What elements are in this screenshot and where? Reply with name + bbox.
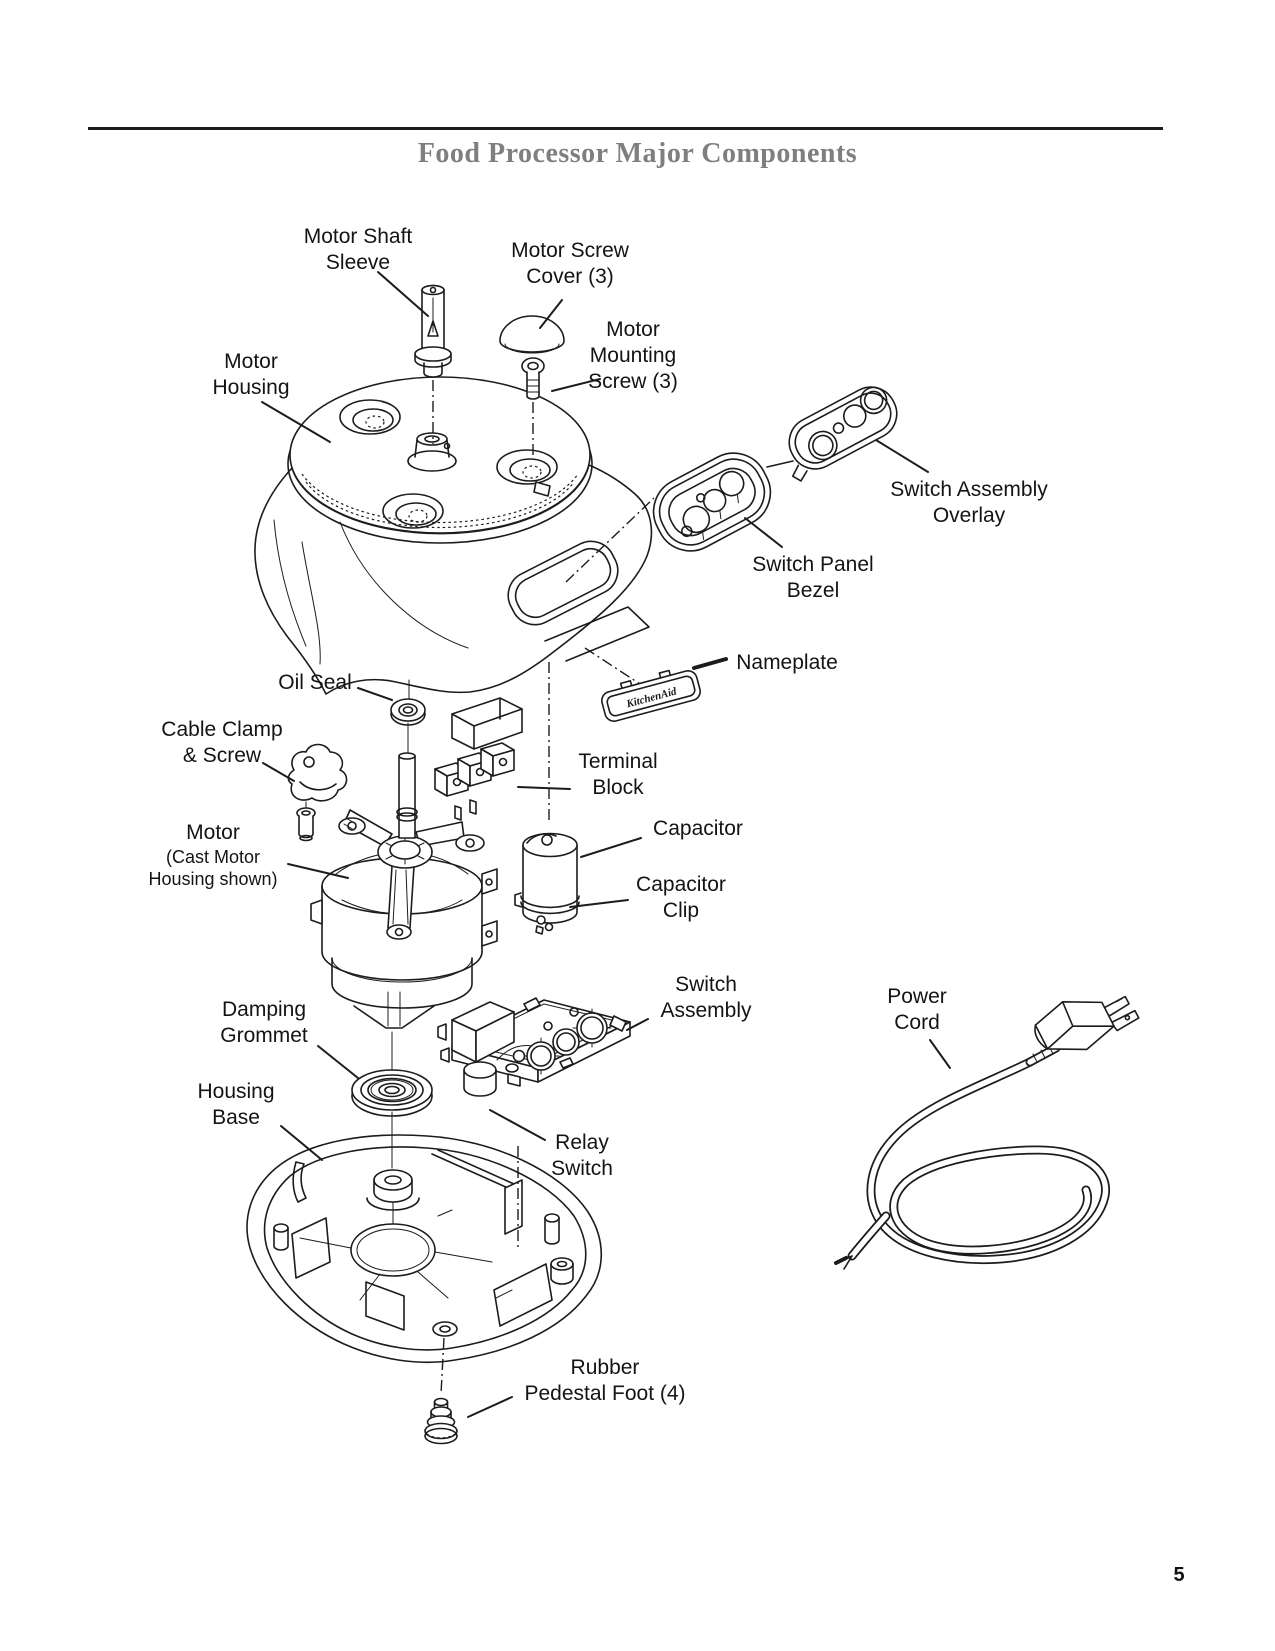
axis-lines-top (432, 380, 534, 458)
label-damping-grommet: Damping Grommet (220, 997, 308, 1049)
label-line: Mounting (589, 344, 677, 367)
cable-clamp-drawing (287, 743, 348, 842)
leader-lines (261, 271, 951, 1418)
capacitor-drawing (514, 832, 580, 935)
label-line: Terminal (578, 750, 658, 773)
label-line: Switch (675, 973, 737, 996)
label-relay-switch: Relay Switch (551, 1130, 613, 1182)
label-line: (Cast Motor (165, 847, 261, 867)
page-number: 5 (1173, 1564, 1185, 1586)
label-line: Bezel (786, 579, 840, 602)
switch-assembly-drawing (437, 997, 631, 1097)
label-line: Base (212, 1106, 260, 1129)
label-line: Cable Clamp (161, 718, 283, 741)
nameplate-recess (544, 606, 650, 662)
screw-well (339, 399, 401, 435)
label-line: Motor (224, 350, 278, 373)
label-line: Overlay (932, 504, 1006, 527)
label-line: Oil Seal (278, 671, 352, 694)
label-oil-seal: Oil Seal (278, 670, 352, 696)
shaft-hub (407, 432, 457, 472)
label-line: Pedestal Foot (4) (524, 1382, 686, 1405)
foot-axis (440, 1337, 445, 1395)
capacitor-clip-drawing (514, 892, 523, 908)
bezel-overlay-connector (766, 460, 794, 468)
motor-shaft-sleeve-drawing (414, 284, 452, 378)
label-motor: Motor (Cast Motor Housing shown) (148, 820, 277, 890)
motor-screw-cover-drawing (499, 315, 565, 354)
label-line: & Screw (182, 744, 262, 767)
label-line: Clip (662, 899, 700, 922)
motor-drawing (310, 752, 498, 1029)
label-line: Motor Shaft (303, 225, 413, 248)
label-line: Housing shown) (148, 869, 278, 889)
label-switch-assembly-overlay: Switch Assembly Overlay (890, 477, 1048, 529)
power-plug (1034, 995, 1140, 1051)
label-line: Capacitor (653, 817, 743, 840)
page-title: Food Processor Major Components (417, 138, 858, 169)
switch-recess (507, 540, 619, 626)
label-motor-housing: Motor Housing (212, 349, 289, 401)
label-line: Relay (555, 1131, 609, 1154)
switch-assembly-overlay-drawing (788, 386, 898, 482)
label-power-cord: Power Cord (887, 984, 947, 1036)
header-rule (88, 127, 1163, 130)
label-line: Capacitor (636, 873, 726, 896)
damping-grommet-drawing (351, 1031, 433, 1117)
label-switch-panel-bezel: Switch Panel Bezel (752, 552, 873, 604)
label-line: Motor (606, 318, 660, 341)
label-line: Rubber (570, 1356, 640, 1379)
label-motor-shaft-sleeve: Motor Shaft Sleeve (304, 224, 413, 276)
label-terminal-block: Terminal Block (578, 749, 657, 801)
label-line: Switch Assembly (890, 478, 1048, 501)
rubber-pedestal-foot-drawing (424, 1397, 458, 1445)
label-line: Motor Screw (511, 239, 629, 262)
label-line: Switch (551, 1157, 613, 1180)
label-motor-screw-cover: Motor Screw Cover (3) (511, 238, 629, 290)
label-switch-assembly: Switch Assembly (660, 972, 751, 1024)
label-line: Sleeve (325, 251, 391, 274)
nameplate-axis (584, 647, 641, 685)
screw-well (496, 449, 558, 485)
label-line: Cord (894, 1011, 940, 1034)
label-nameplate: Nameplate (736, 650, 838, 676)
label-capacitor-clip: Capacitor Clip (636, 872, 726, 924)
label-housing-base: Housing Base (197, 1079, 274, 1131)
label-line: Motor (186, 821, 240, 844)
label-line: Screw (3) (588, 370, 678, 393)
label-line: Block (592, 776, 644, 799)
label-line: Switch Panel (752, 553, 874, 576)
motor-housing-drawing (254, 376, 653, 695)
housing-base-drawing (246, 1134, 603, 1364)
nameplate-drawing: KitchenAid (601, 669, 701, 722)
motor-mounting-screw-drawing (521, 357, 545, 400)
label-line: Power (887, 985, 947, 1008)
label-cable-clamp-screw: Cable Clamp & Screw (161, 717, 282, 769)
terminal-block-drawing (434, 697, 523, 821)
label-line: Cover (3) (526, 265, 614, 288)
oil-seal-drawing (390, 679, 426, 753)
relay-switch-drawing (437, 1001, 515, 1097)
label-line: Damping (221, 998, 307, 1021)
label-motor-mounting-screw: Motor Mounting Screw (3) (588, 317, 678, 395)
label-rubber-pedestal-foot: Rubber Pedestal Foot (4) (524, 1355, 685, 1407)
label-line: Housing (197, 1080, 275, 1103)
power-cord-drawing (834, 995, 1140, 1270)
screw-well (382, 493, 444, 529)
label-capacitor: Capacitor (653, 816, 743, 842)
label-line: Assembly (660, 999, 752, 1022)
label-line: Grommet (220, 1024, 308, 1047)
label-line: Nameplate (736, 651, 838, 674)
switch-panel-bezel-drawing (652, 452, 772, 552)
label-line: Housing (212, 376, 290, 399)
